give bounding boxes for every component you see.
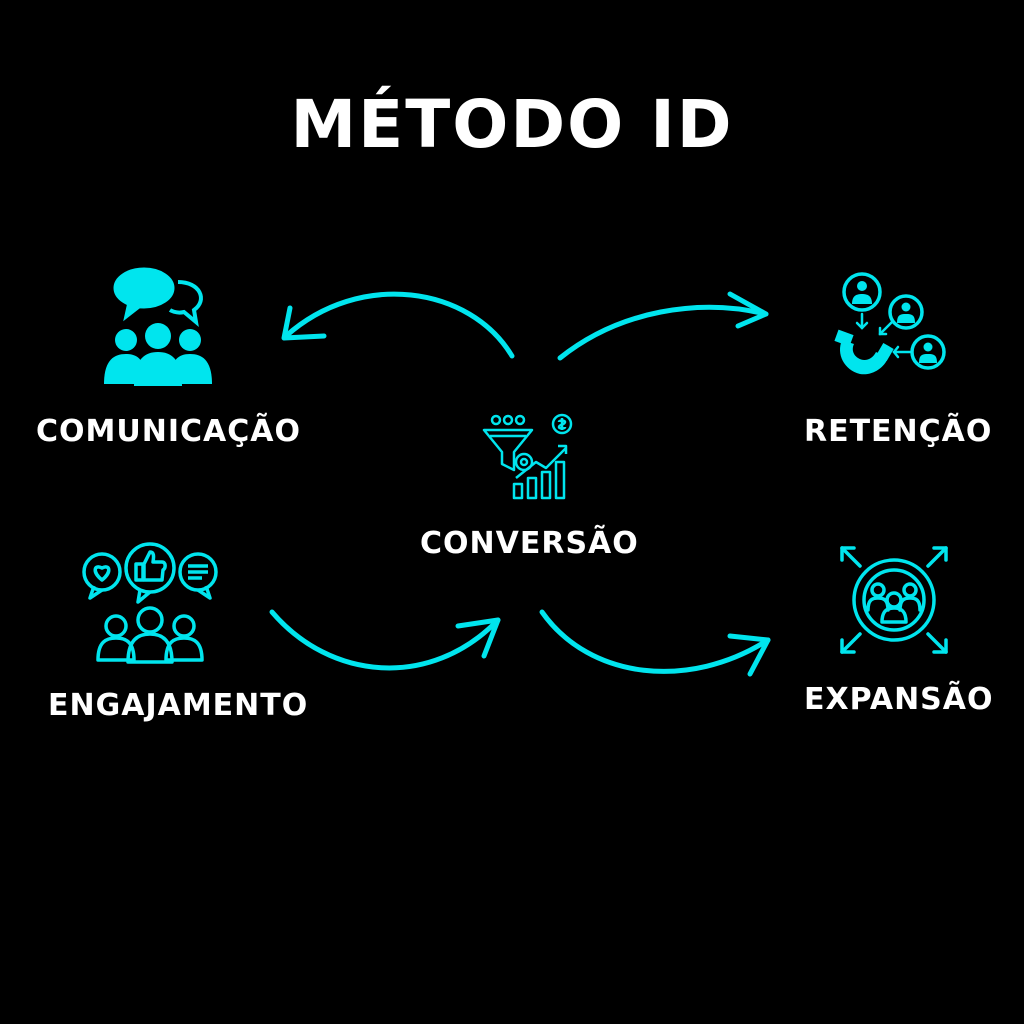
- node-label-expansao: EXPANSÃO: [804, 682, 994, 717]
- node-label-conversao: CONVERSÃO: [420, 526, 639, 561]
- node-label-comunicacao: COMUNICAÇÃO: [36, 414, 301, 449]
- arrow-to-expansao: [539, 609, 771, 674]
- arrowhead-comunicacao: [281, 305, 327, 341]
- arrowhead-expansao: [727, 633, 771, 677]
- arrowhead-engajamento: [455, 617, 501, 659]
- social-engagement-icon: [82, 542, 218, 664]
- expand-team-icon: [840, 546, 948, 654]
- arrow-from-engajamento: [269, 609, 501, 671]
- page-title: MÉTODO ID: [290, 86, 734, 163]
- arrowhead-retencao: [727, 291, 769, 329]
- chat-group-icon: [104, 267, 212, 386]
- magnet-users-icon: [834, 272, 946, 375]
- node-label-engajamento: ENGAJAMENTO: [48, 688, 309, 723]
- arrow-to-comunicacao: [283, 291, 515, 359]
- arrow-to-retencao: [557, 304, 769, 361]
- sales-funnel-icon: [482, 413, 573, 500]
- node-label-retencao: RETENÇÃO: [804, 414, 993, 449]
